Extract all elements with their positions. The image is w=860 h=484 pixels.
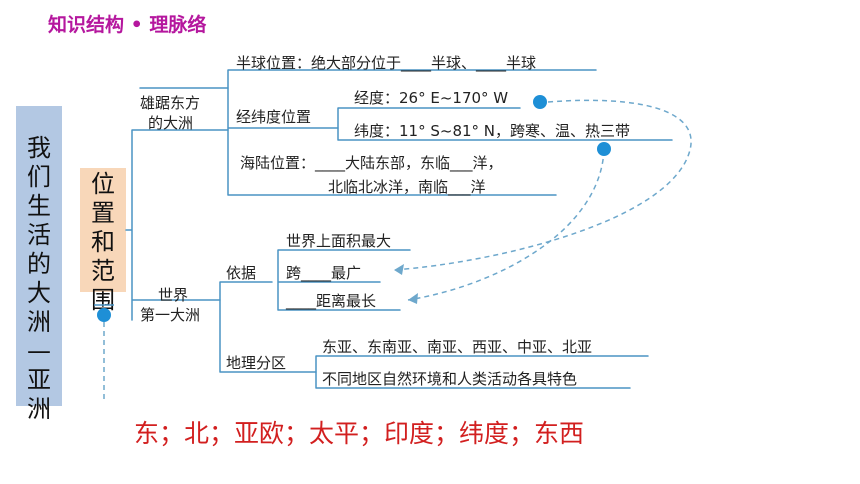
dash-latitude xyxy=(407,149,605,301)
land-sea-text-2: 北临北冰洋，南临___洋 xyxy=(328,178,486,196)
answer-text: 东；北；亚欧；太平；印度；纬度；东西 xyxy=(134,419,585,448)
arrow-head-1 xyxy=(394,264,404,275)
basis-text-2: 跨____最广 xyxy=(286,264,362,282)
basis-text-3: ____距离最长 xyxy=(286,292,377,310)
largest-label-2: 第一大洲 xyxy=(140,306,201,324)
topic-box: 位置和范围 xyxy=(80,168,126,314)
location-bracket xyxy=(227,69,597,196)
division-text-1: 东亚、东南亚、南亚、西亚、中亚、北亚 xyxy=(322,338,593,356)
page-header: 知识结构 • 理脉络 xyxy=(48,14,207,36)
basis-label: 依据 xyxy=(226,264,257,282)
location-label-2: 的大洲 xyxy=(148,114,194,132)
division-label: 地理分区 xyxy=(226,354,287,372)
longitude-text: 经度：26° E~170° W xyxy=(354,89,509,107)
dot-root xyxy=(97,308,111,322)
basis-text-1: 世界上面积最大 xyxy=(286,232,392,250)
division-text-2: 不同地区自然环境和人类活动各具特色 xyxy=(322,370,578,388)
latlon-label: 经纬度位置 xyxy=(236,108,312,126)
topic-label: 位置和范围 xyxy=(91,170,115,314)
main-bracket xyxy=(125,87,229,321)
latlon-bracket xyxy=(337,107,673,141)
dot-latitude xyxy=(597,142,611,156)
latitude-text: 纬度：11° S~81° N，跨寒、温、热三带 xyxy=(354,122,631,140)
dot-longitude xyxy=(533,95,547,109)
root-box: 我们生活的大洲—亚洲 xyxy=(16,106,62,423)
division-bracket xyxy=(315,355,649,389)
root-label: 我们生活的大洲—亚洲 xyxy=(27,134,51,423)
arrow-head-2 xyxy=(408,293,418,304)
largest-bracket xyxy=(219,281,317,373)
basis-bracket xyxy=(277,249,411,311)
hemisphere-text: 半球位置：绝大部分位于____半球、____半球 xyxy=(236,54,537,72)
location-label-1: 雄踞东方 xyxy=(140,94,201,112)
largest-label-1: 世界 xyxy=(158,286,189,304)
land-sea-text-1: 海陆位置：____大陆东部，东临___洋， xyxy=(240,154,503,172)
